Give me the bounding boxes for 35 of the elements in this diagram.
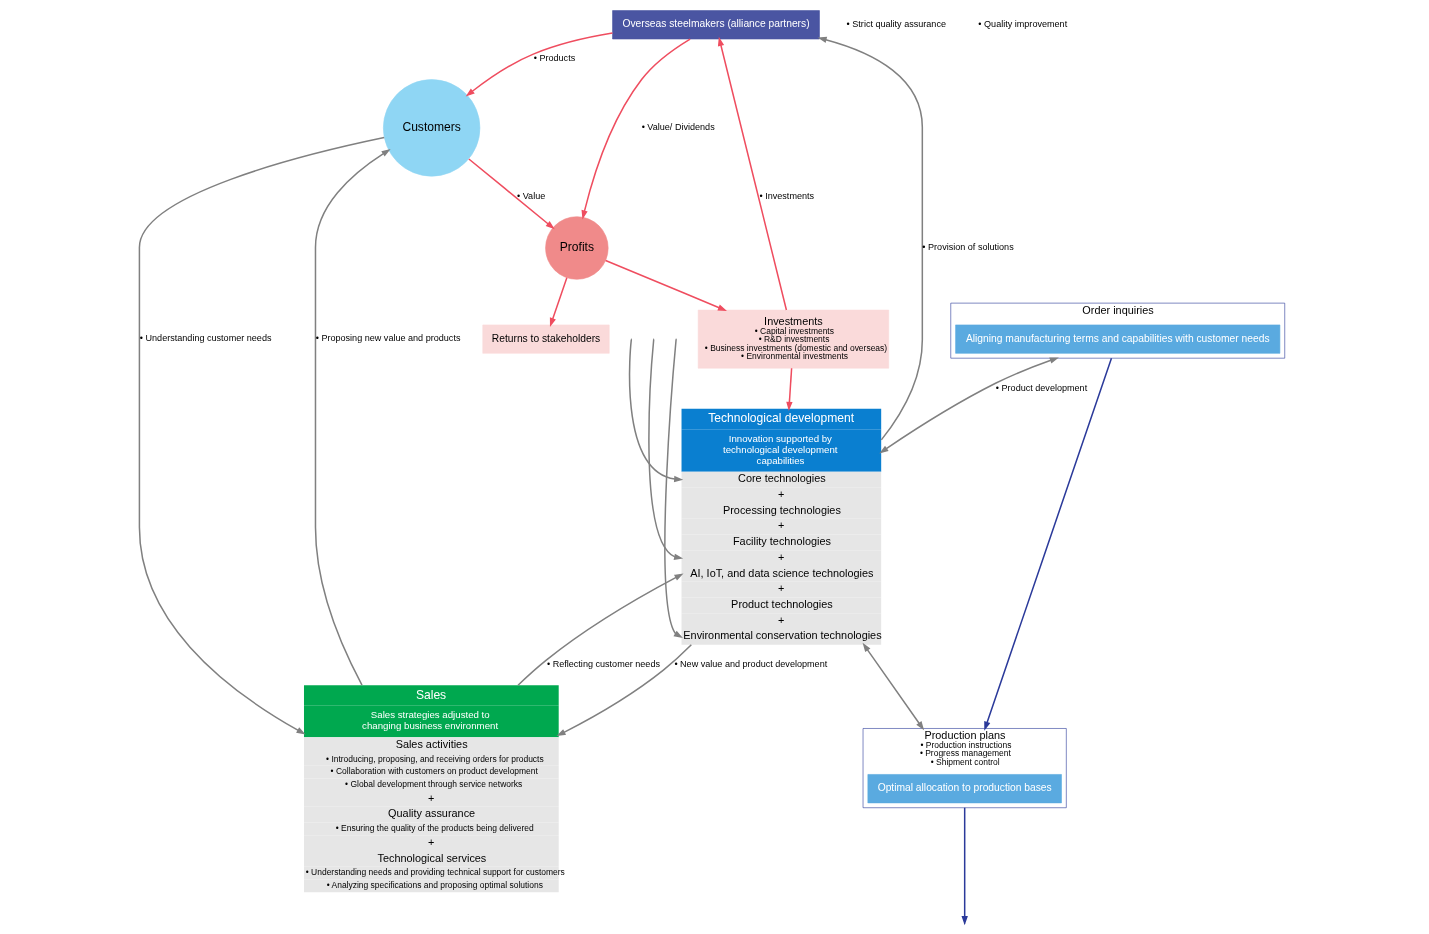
edge-label: • Product development xyxy=(995,382,1088,393)
node-box: Overseas steelmakers (alliance partners) xyxy=(612,10,820,40)
arrow xyxy=(648,339,684,560)
arrow xyxy=(604,259,727,311)
arrow xyxy=(862,642,925,731)
edge-label: • Provision of solutions xyxy=(922,242,1014,253)
edge-label: • Products xyxy=(533,53,576,64)
node-box: Aligning manufacturing terms and capabilities with customer needs xyxy=(955,324,1281,354)
arrow xyxy=(314,149,391,686)
arrow xyxy=(717,36,788,311)
node-box: Optimal allocation to production bases xyxy=(867,774,1062,804)
arrow xyxy=(817,36,924,441)
arrow xyxy=(664,339,683,638)
arrow xyxy=(628,339,684,483)
node-box: Returns to stakeholders xyxy=(482,324,610,354)
arrow xyxy=(786,367,793,411)
arrow xyxy=(581,38,691,220)
label: • Strict quality assurance xyxy=(846,18,947,29)
edge-label: • Investments xyxy=(759,190,815,201)
label: • Quality improvement xyxy=(978,18,1068,29)
arrow xyxy=(984,357,1113,731)
edge-label: • Reflecting customer needs xyxy=(546,659,660,670)
arrow xyxy=(556,644,693,737)
node-box: Investments • Capital investments • R&D investments • Business investments (domestic and overseas) • Environmental investments xyxy=(697,309,890,369)
edge-label: • Value xyxy=(517,190,546,201)
edge-label: • New value and product development xyxy=(674,659,828,670)
arrow xyxy=(517,573,684,686)
arrow xyxy=(549,277,568,327)
edge-label: • Understanding customer needs xyxy=(139,333,272,344)
arrow xyxy=(138,136,385,735)
edge-label: • Proposing new value and products xyxy=(315,333,461,344)
arrow xyxy=(465,32,614,97)
arrow xyxy=(879,357,1059,454)
edge-label: • Value/ Dividends xyxy=(641,122,715,133)
arrow xyxy=(468,158,555,230)
